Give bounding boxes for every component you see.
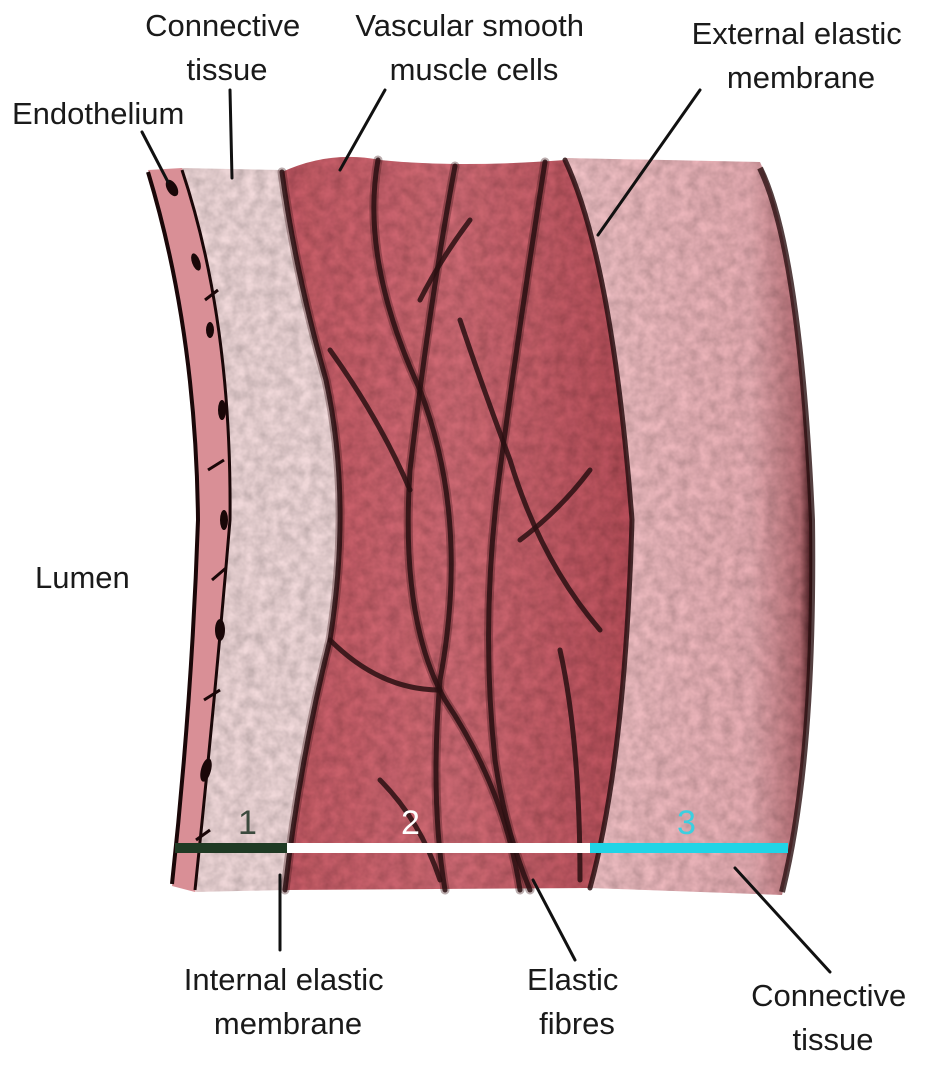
leader-connective-top bbox=[230, 90, 232, 178]
label-endothelium: Endothelium bbox=[12, 96, 184, 131]
label-connective-tissue-bottom: Connective tissue bbox=[751, 978, 915, 1057]
label-lumen: Lumen bbox=[35, 560, 130, 595]
label-connective-tissue-top: Connective tissue bbox=[145, 8, 309, 87]
layer-number-2: 2 bbox=[401, 804, 420, 842]
label-elastic-fibres: Elastic fibres bbox=[527, 962, 627, 1041]
label-internal-elastic-membrane: Internal elastic membrane bbox=[184, 962, 393, 1041]
layer-number-3: 3 bbox=[677, 804, 696, 842]
layer-number-1: 1 bbox=[238, 804, 257, 842]
label-external-elastic-membrane: External elastic membrane bbox=[692, 16, 911, 95]
label-vascular-smooth-muscle: Vascular smooth muscle cells bbox=[355, 8, 592, 87]
leader-elastic-fibres bbox=[533, 880, 575, 960]
